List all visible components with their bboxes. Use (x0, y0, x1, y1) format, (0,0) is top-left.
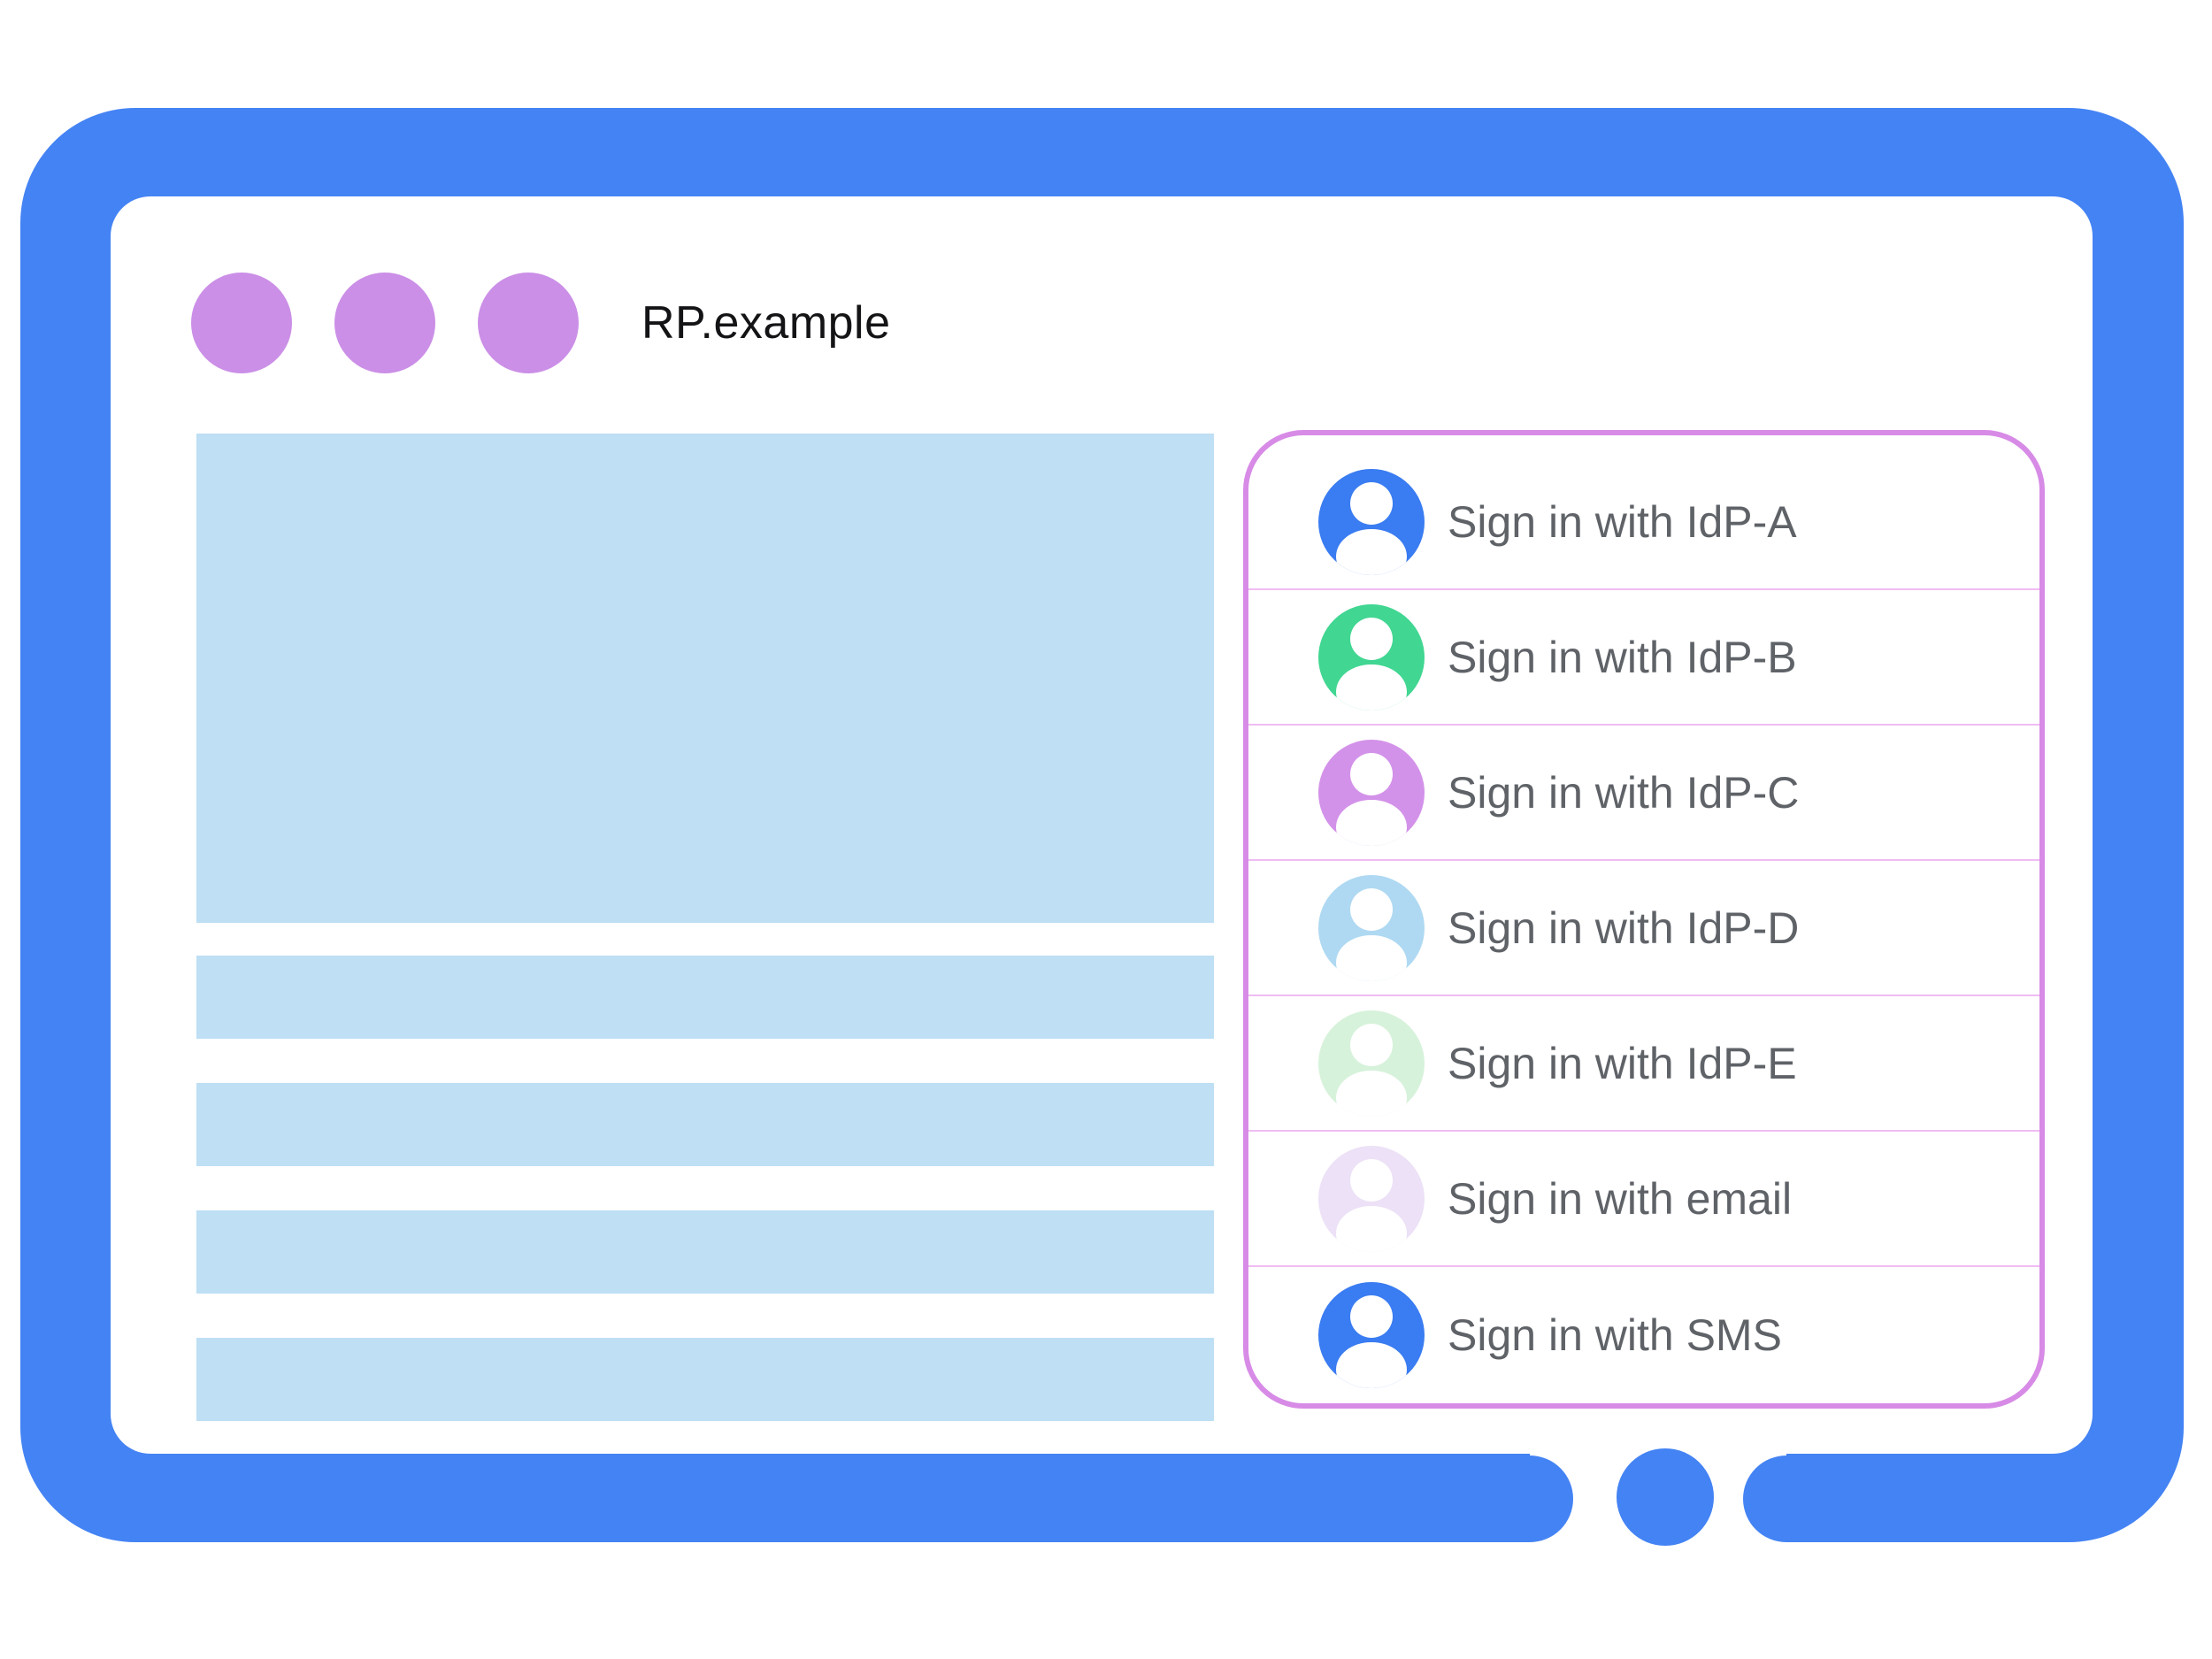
content-placeholder-line (196, 1338, 1214, 1421)
content-placeholder-line (196, 1210, 1214, 1294)
signin-option-label: Sign in with IdP-C (1448, 767, 1800, 818)
bezel-left-end (1486, 1455, 1573, 1542)
person-icon (1318, 1010, 1425, 1117)
content-placeholder-line (196, 1083, 1214, 1166)
signin-option-idp-c[interactable]: Sign in with IdP-C (1248, 726, 2039, 861)
page-title: RP.example (641, 297, 891, 349)
home-button[interactable] (1617, 1448, 1714, 1546)
account-chooser-panel: Sign in with IdP-A Sign in with IdP-B Si… (1243, 430, 2045, 1409)
browser-chrome: RP.example (191, 273, 891, 373)
person-icon (1318, 874, 1425, 981)
signin-option-label: Sign in with SMS (1448, 1310, 1782, 1360)
person-icon (1318, 1281, 1425, 1388)
window-dot-icon (478, 273, 579, 373)
signin-option-label: Sign in with IdP-B (1448, 632, 1797, 682)
signin-option-idp-b[interactable]: Sign in with IdP-B (1248, 590, 2039, 726)
signin-option-label: Sign in with IdP-D (1448, 902, 1800, 953)
content-placeholder-line (196, 956, 1214, 1039)
signin-option-label: Sign in with IdP-A (1448, 496, 1797, 547)
account-chooser-list: Sign in with IdP-A Sign in with IdP-B Si… (1248, 435, 2039, 1403)
window-dot-icon (334, 273, 435, 373)
signin-option-email[interactable]: Sign in with email (1248, 1132, 2039, 1267)
person-icon (1318, 739, 1425, 846)
content-placeholder-hero (196, 434, 1214, 923)
signin-option-idp-d[interactable]: Sign in with IdP-D (1248, 861, 2039, 996)
person-icon (1318, 468, 1425, 575)
signin-option-idp-e[interactable]: Sign in with IdP-E (1248, 996, 2039, 1132)
signin-option-label: Sign in with IdP-E (1448, 1038, 1797, 1088)
window-dot-icon (191, 273, 292, 373)
person-icon (1318, 603, 1425, 710)
bezel-right-end (1743, 1455, 1830, 1542)
person-icon (1318, 1145, 1425, 1252)
signin-option-label: Sign in with email (1448, 1173, 1793, 1224)
signin-option-idp-a[interactable]: Sign in with IdP-A (1248, 455, 2039, 590)
signin-option-sms[interactable]: Sign in with SMS (1248, 1267, 2039, 1402)
